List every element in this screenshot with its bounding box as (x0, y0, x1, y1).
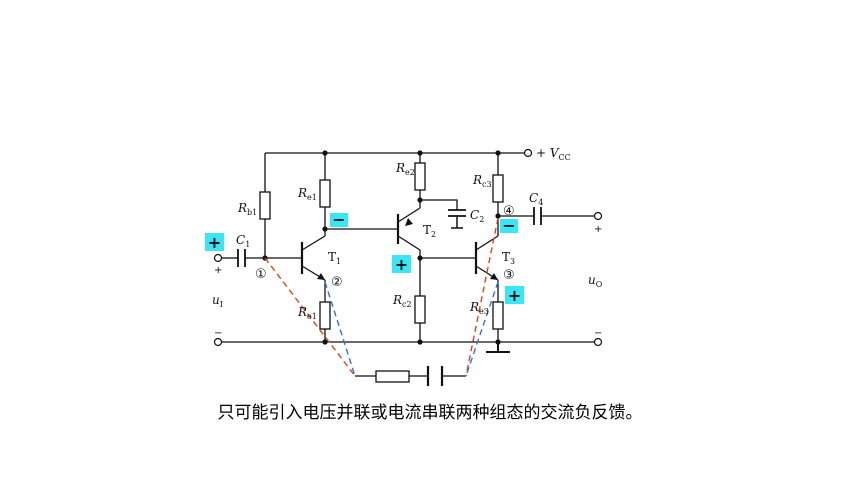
vcc-label: + VCC (536, 146, 571, 162)
ui-label: uI (212, 293, 223, 309)
feedback-network (355, 366, 466, 386)
input-minus-sign: − (214, 328, 222, 339)
ground-rail (213, 337, 603, 353)
t3-label: T3 (502, 250, 515, 266)
node-4: ④ (503, 204, 515, 219)
rc2-resistor (414, 295, 426, 324)
node-1: ① (255, 267, 267, 282)
c2-label: C2 (470, 208, 484, 224)
svg-text:+: + (208, 233, 221, 252)
rc3-label: Rc3 (472, 173, 492, 189)
re2-resistor (414, 162, 426, 191)
output-plus-sign: + (594, 224, 602, 235)
c1-label: C1 (236, 233, 250, 249)
svg-text:+: + (395, 255, 408, 274)
svg-text:+: + (508, 286, 521, 305)
re3-label: Re3 (469, 300, 489, 316)
polarity-mark-t1-collector-minus: − (330, 210, 348, 229)
re1b-label: Re1 (297, 305, 317, 321)
feedback-path-blue-right (465, 281, 499, 377)
c4-label: C4 (529, 191, 543, 207)
polarity-mark-t2-emitter-plus: + (392, 255, 411, 274)
svg-text:−: − (332, 210, 345, 229)
t1-label: T1 (328, 250, 341, 266)
node-2: ② (331, 275, 343, 290)
polarity-mark-input-plus: + (205, 233, 224, 252)
feedback-resistor (375, 370, 410, 383)
rc3-resistor (492, 174, 504, 203)
re3-resistor (492, 301, 504, 330)
input-plus-sign: + (214, 265, 222, 276)
re1-resistor (319, 179, 331, 208)
feedback-path-blue-left (324, 281, 356, 377)
polarity-mark-t3-collector-minus: − (500, 216, 518, 235)
caption: 只可能引入电压并联或电流串联两种组态的交流负反馈。 (217, 403, 643, 423)
feedback-path-red-left (264, 257, 356, 377)
node-3: ③ (503, 268, 515, 283)
vcc-rail (265, 148, 533, 158)
t2-transistor (396, 207, 421, 251)
feedback-path-red-right (465, 217, 499, 377)
polarity-mark-t3-emitter-plus: + (505, 286, 524, 305)
svg-text:−: − (502, 216, 515, 235)
input-network (213, 153, 302, 267)
output-minus-sign: − (594, 328, 602, 339)
rb1-resistor (259, 191, 271, 220)
t1-transistor (300, 235, 326, 281)
t3-transistor (474, 235, 499, 281)
re1-label: Re1 (297, 186, 317, 202)
rb1-label: Rb1 (237, 201, 257, 217)
rc2-label: Rc2 (392, 293, 412, 309)
t2-label: T2 (423, 223, 436, 239)
re2-label: Re2 (395, 161, 415, 177)
re1b-resistor (319, 301, 331, 330)
uo-label: uO (588, 273, 603, 289)
